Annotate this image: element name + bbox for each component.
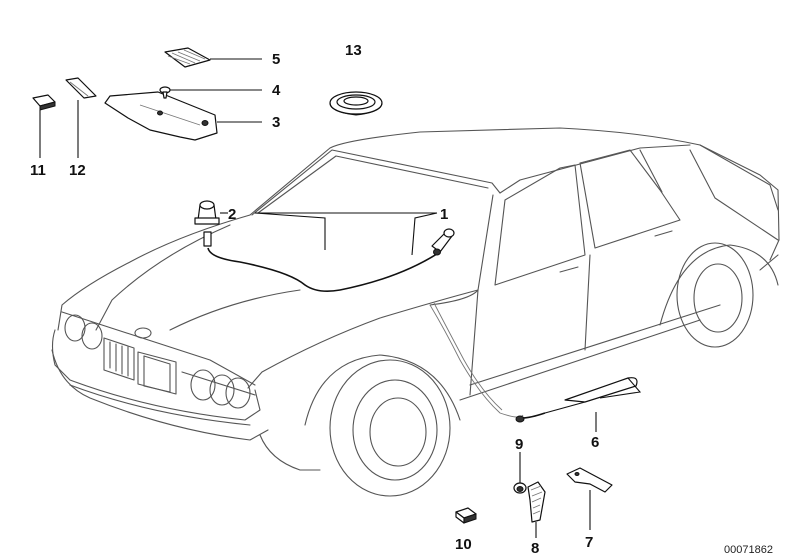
part-3-insulation xyxy=(104,91,218,141)
part-10-clip xyxy=(455,507,477,524)
leader-lines xyxy=(39,58,597,538)
washer-nozzle-right xyxy=(431,228,455,256)
callout-5: 5 xyxy=(272,51,280,68)
bonnet-cable xyxy=(429,302,524,418)
part-7-bracket xyxy=(566,467,613,493)
callout-1: 1 xyxy=(440,206,448,223)
car-outline xyxy=(51,127,780,497)
callout-3: 3 xyxy=(272,114,280,131)
part-9-grommet xyxy=(513,482,527,494)
part-11-clip xyxy=(32,94,56,111)
part-13-seal-roll xyxy=(329,91,383,116)
washer-nozzle-left xyxy=(194,200,220,247)
part-8-tie xyxy=(527,481,546,523)
part-12-strip xyxy=(65,77,97,99)
callout-11: 11 xyxy=(30,162,46,179)
callout-7: 7 xyxy=(585,534,593,551)
callout-4: 4 xyxy=(272,82,281,99)
washer-hose xyxy=(207,247,441,292)
callout-13: 13 xyxy=(345,42,362,59)
callout-12: 12 xyxy=(69,162,86,179)
callout-labels: 1 2 3 4 5 6 7 8 9 10 11 12 13 xyxy=(30,42,599,557)
callout-2: 2 xyxy=(228,206,236,223)
callout-9: 9 xyxy=(515,436,523,453)
callout-6: 6 xyxy=(591,434,599,451)
reference-number: 00071862 xyxy=(724,544,773,556)
callout-8: 8 xyxy=(531,540,539,557)
part-6-release-cable xyxy=(515,377,642,423)
part-5-plate xyxy=(164,47,211,68)
callout-10: 10 xyxy=(455,536,472,553)
